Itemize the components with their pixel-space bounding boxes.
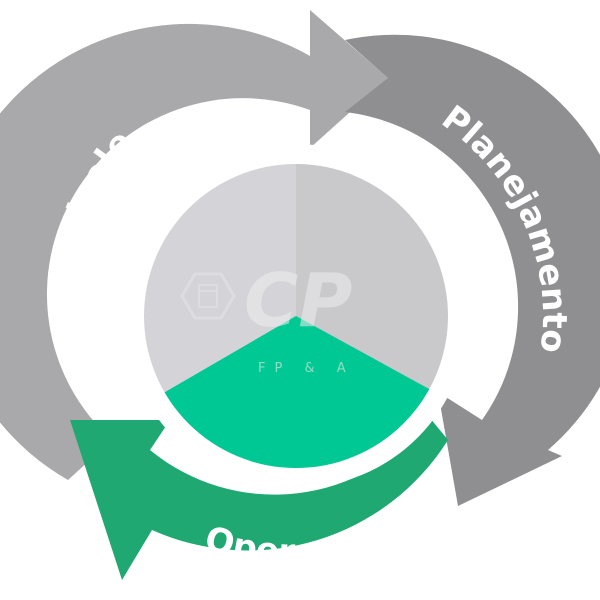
operacao-arrow-body [70,418,448,580]
chess-rook-shield-icon [180,272,236,320]
controle-arrow [0,10,388,480]
planejamento-arrow [345,34,600,506]
logo-subtitle: FP & A [258,361,355,376]
logo-watermark: CP [180,258,353,344]
logo-mark: CP [244,258,353,344]
center-sector-bottom [160,316,440,468]
operacao-arrow [70,418,448,580]
controle-arrow-body [0,10,388,480]
planejamento-arrow-body [345,34,600,506]
